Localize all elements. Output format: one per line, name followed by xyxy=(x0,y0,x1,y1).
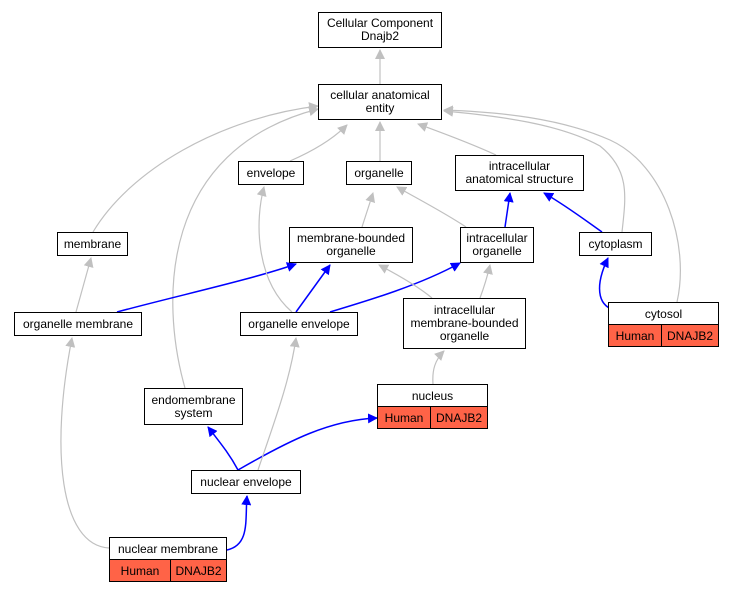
edge-oe-to-envelope xyxy=(256,186,293,313)
node-label-line: Cellular Component xyxy=(326,16,434,30)
node-intracellular-organelle[interactable]: intracellular organelle xyxy=(460,227,534,263)
node-organelle-envelope[interactable]: organelle envelope xyxy=(240,312,358,336)
node-label-line: cytoplasm xyxy=(588,236,643,251)
edge-io-to-organelle xyxy=(396,186,467,228)
edge-cytoplasm-to-ias xyxy=(543,192,603,233)
edge-io-to-ias xyxy=(503,192,514,228)
edge-envelope-to-cae xyxy=(289,124,348,162)
edge-imbo-to-mbo xyxy=(378,264,433,299)
edge-om-to-membrane xyxy=(75,257,94,313)
node-nuclear-membrane-title: nuclear membrane xyxy=(110,538,226,560)
species-tag: Human xyxy=(110,560,170,581)
gene-tag: DNAJB2 xyxy=(430,407,487,428)
edge-ne-to-oe xyxy=(257,337,300,471)
edge-ias-to-cae xyxy=(417,122,497,156)
node-label-line: organelle xyxy=(326,244,376,258)
node-cellular-component[interactable]: Cellular Component Dnajb2 xyxy=(318,12,442,48)
node-label-line: organelle xyxy=(439,329,490,343)
edge-oe-to-mbo xyxy=(295,264,331,313)
gene-tag: DNAJB2 xyxy=(170,560,226,581)
edge-nucleus-to-imbo xyxy=(432,350,445,385)
node-label-line: anatomical structure xyxy=(465,172,574,186)
node-label-line: intracellular xyxy=(488,159,551,173)
edge-cytoplasm-to-cae xyxy=(443,106,626,233)
node-label-line: intracellular xyxy=(433,303,496,317)
node-label-line: organelle xyxy=(354,165,404,180)
node-label-line: organelle membrane xyxy=(22,316,134,331)
gene-tag: DNAJB2 xyxy=(661,325,718,346)
node-nuclear-envelope[interactable]: nuclear envelope xyxy=(191,470,301,494)
node-organelle[interactable]: organelle xyxy=(346,161,412,185)
node-nuclear-membrane[interactable]: nuclear membrane Human DNAJB2 xyxy=(109,537,227,582)
edge-nm-to-ne xyxy=(226,495,252,551)
node-label-line: cellular anatomical xyxy=(330,88,430,102)
node-label-line: membrane xyxy=(63,236,122,251)
node-cytosol-title: cytosol xyxy=(609,303,718,325)
node-nucleus-title: nucleus xyxy=(378,385,487,407)
edge-imbo-to-io xyxy=(479,264,493,299)
edge-ne-to-nucleus xyxy=(237,413,378,471)
edge-cytosol-to-cae xyxy=(443,105,681,303)
node-label-line: membrane-bounded xyxy=(296,231,406,245)
edge-nm-to-om xyxy=(60,337,110,549)
edge-es-to-cae xyxy=(172,106,319,389)
edge-om-to-mbo xyxy=(116,262,297,313)
node-label-line: nuclear envelope xyxy=(200,474,292,489)
node-cellular-anatomical-entity[interactable]: cellular anatomical entity xyxy=(318,84,442,120)
node-membrane-bounded-organelle[interactable]: membrane-bounded organelle xyxy=(289,227,413,263)
edge-oe-to-io xyxy=(329,262,461,313)
node-label-line: Dnajb2 xyxy=(360,29,400,43)
node-label-line: intracellular xyxy=(466,231,528,245)
node-membrane[interactable]: membrane xyxy=(57,232,128,256)
node-cytosol[interactable]: cytosol Human DNAJB2 xyxy=(608,302,719,347)
node-label-line: organelle envelope xyxy=(248,316,350,331)
edge-layer xyxy=(60,49,681,551)
node-label-line: endomembrane xyxy=(151,392,236,407)
node-intracellular-anatomical-structure[interactable]: intracellular anatomical structure xyxy=(455,155,584,191)
node-intracellular-membrane-bounded-organelle[interactable]: intracellular membrane-bounded organelle xyxy=(403,298,526,349)
edge-mbo-to-organelle xyxy=(361,192,375,228)
node-label-line: organelle xyxy=(472,244,522,258)
node-label-line: system xyxy=(174,405,213,420)
node-nucleus[interactable]: nucleus Human DNAJB2 xyxy=(377,384,488,429)
node-label-line: membrane-bounded xyxy=(410,316,519,330)
node-organelle-membrane[interactable]: organelle membrane xyxy=(14,312,142,336)
node-cytoplasm[interactable]: cytoplasm xyxy=(579,232,652,256)
species-tag: Human xyxy=(378,407,430,428)
node-label-line: envelope xyxy=(246,165,296,180)
node-label-line: entity xyxy=(365,101,395,115)
edge-ne-to-es xyxy=(207,426,239,471)
species-tag: Human xyxy=(609,325,661,346)
node-envelope[interactable]: envelope xyxy=(238,161,304,185)
edge-membrane-to-cae xyxy=(92,102,319,233)
node-endomembrane-system[interactable]: endomembrane system xyxy=(144,388,243,425)
